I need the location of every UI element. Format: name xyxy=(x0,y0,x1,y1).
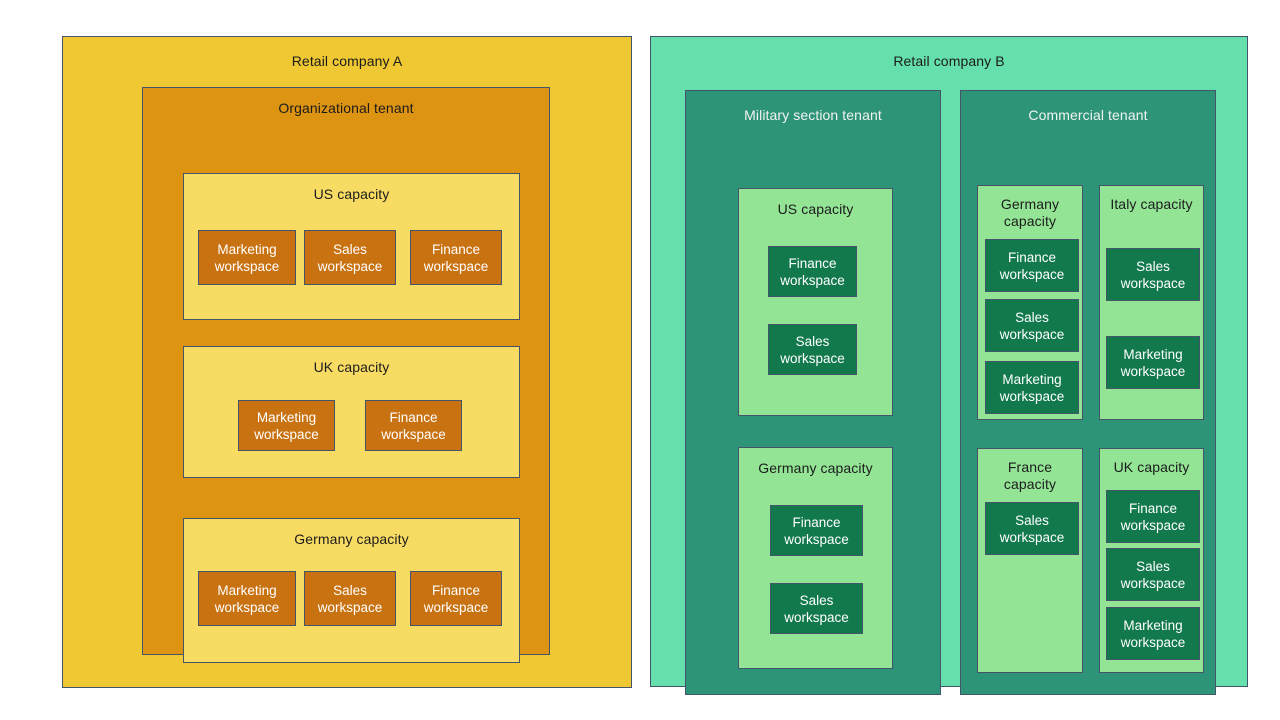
capacity-italy-title: Italy capacity xyxy=(1110,196,1193,212)
company-b-container[interactable]: Retail company B Military section tenant… xyxy=(650,36,1248,695)
capacity-uk-title: UK capacity xyxy=(313,359,390,375)
tenant-military-section-title: Military section tenant xyxy=(744,107,882,123)
company-a-title: Retail company A xyxy=(291,53,403,69)
capacity-us-title: US capacity xyxy=(777,201,854,217)
tenant-military-section-container[interactable]: Military section tenant US capacity Fina… xyxy=(685,90,941,695)
tenant-organizational-title: Organizational tenant xyxy=(278,100,414,116)
tenant-organizational-container[interactable]: Organizational tenant US capacity Market… xyxy=(142,87,550,663)
company-b-title: Retail company B xyxy=(893,53,1005,69)
capacity-uk-title: UK capacity xyxy=(1113,459,1190,475)
capacity-germany-title: Germany capacity xyxy=(758,460,873,476)
company-a-container[interactable]: Retail company A Organizational tenant U… xyxy=(62,36,632,688)
capacity-us-title: US capacity xyxy=(313,186,390,202)
tenant-commercial-title: Commercial tenant xyxy=(1028,107,1148,123)
capacity-germany-title: Germany capacity xyxy=(294,531,409,547)
